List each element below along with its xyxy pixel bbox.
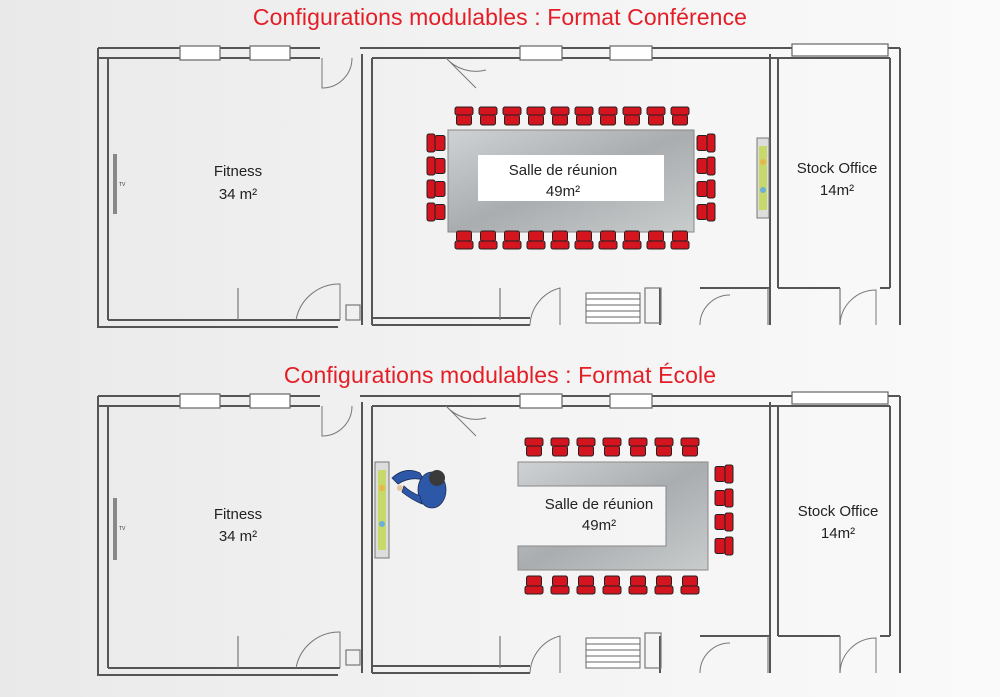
plan-title-conference: Configurations modulables : Format Confé… [252,4,748,30]
projection-screen-icon [756,137,770,219]
doors [295,57,877,326]
fitness-area: 34 m² [219,528,257,545]
fitness-area: 34 m² [219,186,257,203]
u-shaped-table [517,461,709,571]
meeting-name: Salle de réunion [509,162,617,179]
tv-label: TV [119,526,126,532]
meeting-area: 49m² [582,517,616,534]
fitness-name: Fitness [214,506,262,523]
tv-icon [113,154,117,214]
meeting-label-box [478,155,664,201]
tv-label: TV [119,182,126,188]
stock-name: Stock Office [797,160,878,177]
meeting-name: Salle de réunion [545,496,653,513]
stairs [585,292,641,324]
stock-area: 14m² [821,525,855,542]
stock-name: Stock Office [798,503,879,520]
stairs [585,637,641,669]
windows [179,43,889,61]
presenter-icon [391,470,447,509]
stock-area: 14m² [820,182,854,199]
meeting-area: 49m² [546,183,580,200]
doors [295,405,877,674]
floor-plan-ecole: TV Fitness 34 m² Salle de réu [97,391,901,676]
plan-title-ecole: Configurations modulables : Format École [283,362,717,388]
projection-screen-icon [374,461,390,559]
floor-plan-conference: TV Fitne [97,43,901,328]
tv-icon [113,498,117,560]
windows [179,391,889,409]
fitness-name: Fitness [214,163,262,180]
